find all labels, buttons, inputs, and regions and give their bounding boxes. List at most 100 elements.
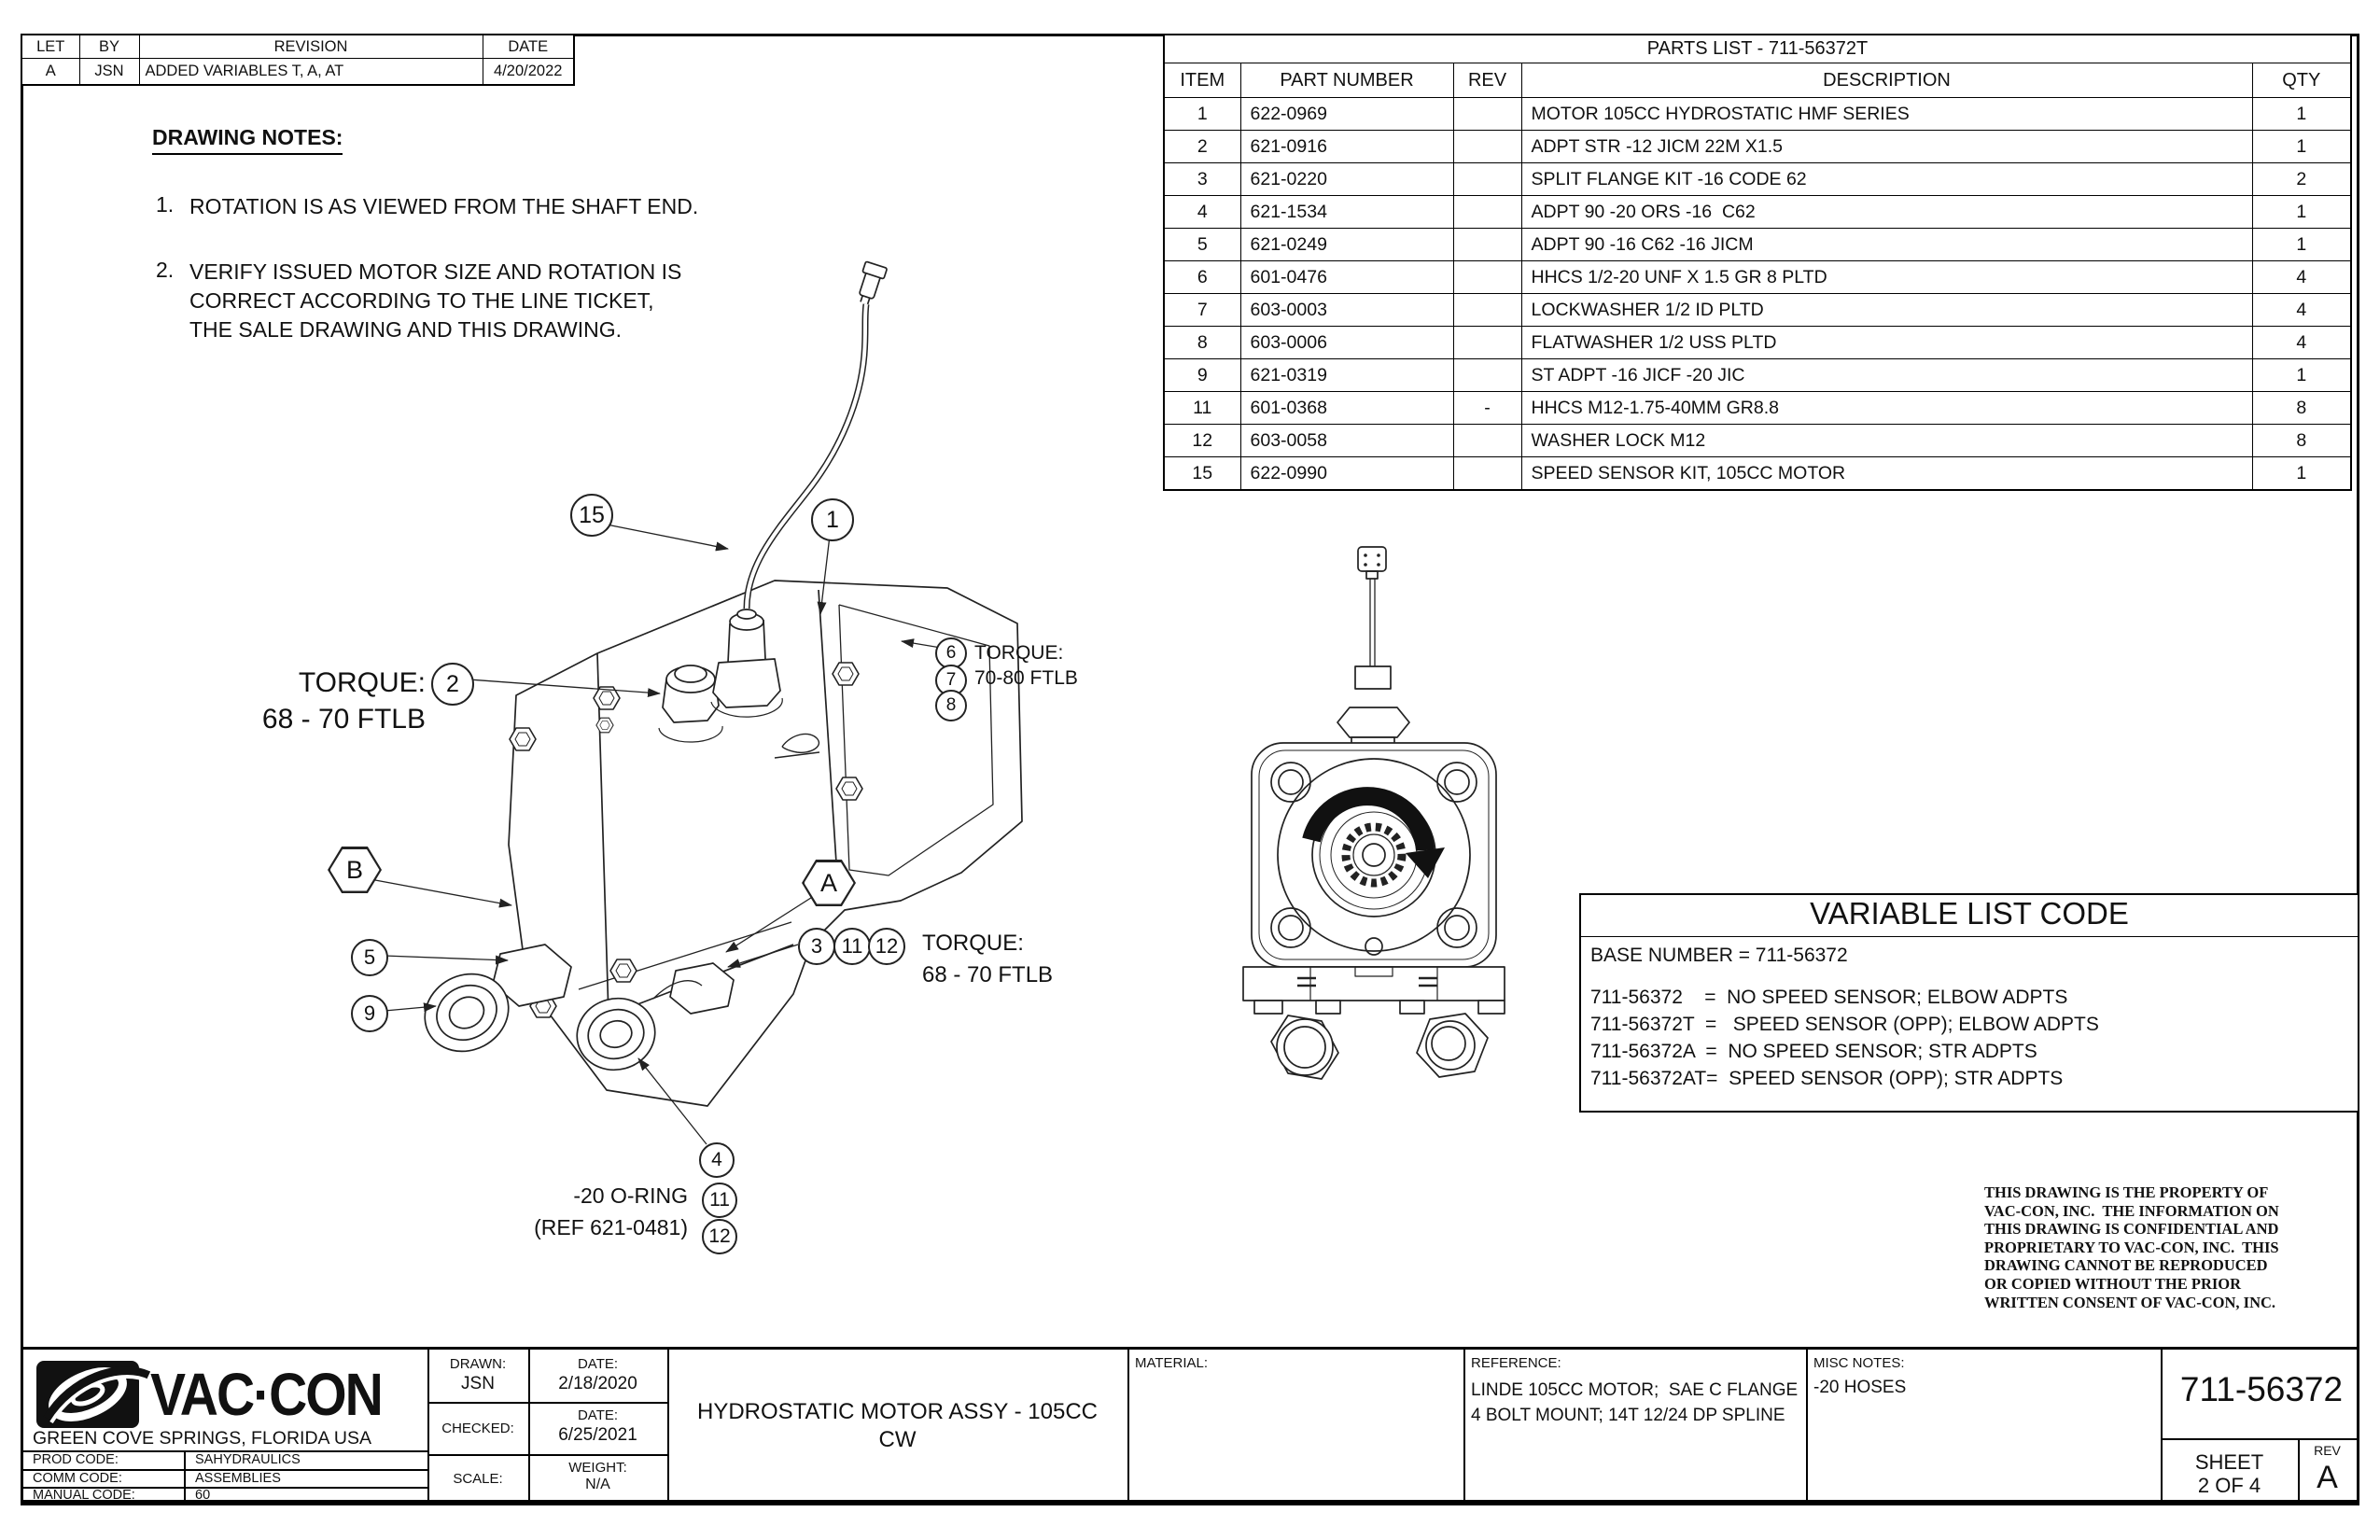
prod-code-label: PROD CODE: (33, 1452, 119, 1467)
cable-connector-icon (859, 260, 888, 305)
date-label: DATE: (577, 1356, 619, 1372)
cell-qty: 8 (2251, 391, 2352, 425)
drawing-notes-title: DRAWING NOTES: (152, 125, 343, 155)
cell-part: 621-0249 (1239, 228, 1454, 261)
col-rev: REV (1452, 63, 1522, 98)
revision-table: LET BY REVISION DATE A JSN ADDED VARIABL… (21, 34, 575, 86)
cell-qty: 1 (2251, 195, 2352, 229)
divider (23, 1450, 427, 1452)
divider (528, 1350, 530, 1500)
rev-label: REV (2314, 1443, 2341, 1458)
cell-qty: 4 (2251, 326, 2352, 359)
col-item: ITEM (1163, 63, 1241, 98)
divider (1806, 1350, 1808, 1500)
brand-name: VAC·CON (150, 1362, 384, 1429)
adapter-plug (658, 665, 723, 743)
sheet-value: 2 OF 4 (2197, 1474, 2261, 1497)
divider (1127, 1350, 1129, 1500)
cell-part: 601-0368 (1239, 391, 1454, 425)
elbow-fitting-bottom (576, 962, 735, 1071)
variable-line: 711-56372 = NO SPEED SENSOR; ELBOW ADPTS (1590, 987, 2068, 1008)
torque-note-right: TORQUE: 70-80 FTLB (974, 642, 1078, 689)
variable-line: 711-56372AT= SPEED SENSOR (OPP); STR ADP… (1590, 1068, 2064, 1089)
cell-rev (1452, 260, 1522, 294)
cell-rev (1452, 358, 1522, 392)
misc-notes-label: MISC NOTES: (1813, 1355, 1905, 1371)
oring-note: -20 O-RING (REF 621-0481) (534, 1183, 688, 1239)
date-label: DATE: (577, 1407, 619, 1423)
drawing-note-2: 2. VERIFY ISSUED MOTOR SIZE AND ROTATION… (156, 258, 681, 344)
cell-by: JSN (78, 58, 140, 86)
part-number: 711-56372 (2179, 1370, 2344, 1408)
drawing-views-canvas (374, 260, 1505, 1145)
cell-part: 603-0058 (1239, 424, 1454, 457)
balloon-2: 2 (431, 663, 474, 706)
col-qty: QTY (2251, 63, 2352, 98)
view-marker-a-label: A (819, 868, 837, 897)
cell-rev (1452, 456, 1522, 491)
weight-value: N/A (585, 1477, 610, 1492)
checked-date-value: 6/25/2021 (558, 1425, 637, 1445)
comm-code-label: COMM CODE: (33, 1471, 122, 1486)
proprietary-notice: THIS DRAWING IS THE PROPERTY OF VAC-CON,… (1984, 1183, 2279, 1311)
reference-label: REFERENCE: (1471, 1355, 1561, 1371)
cell-part: 621-0916 (1239, 130, 1454, 163)
balloon-11b: 11 (702, 1183, 737, 1218)
title-block: VAC·CON GREEN COVE SPRINGS, FLORIDA USA … (21, 1347, 2359, 1503)
drawing-title: HYDROSTATIC MOTOR ASSY - 105CC CW (697, 1399, 1098, 1452)
cell-rev: - (1452, 391, 1522, 425)
cell-part: 603-0003 (1239, 293, 1454, 327)
cell-item: 12 (1163, 424, 1241, 457)
speed-sensor-cable (743, 303, 870, 609)
view-marker-b-label: B (345, 855, 363, 884)
cell-desc: HHCS 1/2-20 UNF X 1.5 GR 8 PLTD (1520, 260, 2253, 294)
balloon-12: 12 (868, 928, 905, 965)
note-text: VERIFY ISSUED MOTOR SIZE AND ROTATION IS… (189, 259, 682, 342)
cell-item: 8 (1163, 326, 1241, 359)
elbow-fitting-left (424, 944, 572, 1053)
revision-header-row: LET BY REVISION DATE (21, 34, 575, 59)
divider (2161, 1438, 2357, 1440)
col-by: BY (78, 34, 140, 59)
col-let: LET (21, 34, 80, 59)
sensor-connector-icon (1357, 546, 1387, 580)
misc-notes-value: -20 HOSES (1813, 1378, 1907, 1397)
comm-code-value: ASSEMBLIES (195, 1471, 281, 1486)
front-fitting-right (1416, 1013, 1489, 1078)
cell-item: 1 (1163, 97, 1241, 131)
prod-code-value: SAHYDRAULICS (195, 1452, 301, 1467)
note-text: ROTATION IS AS VIEWED FROM THE SHAFT END… (189, 194, 699, 218)
drawn-label: DRAWN: (449, 1356, 507, 1372)
drawn-value: JSN (461, 1374, 495, 1393)
cell-item: 6 (1163, 260, 1241, 294)
cell-qty: 1 (2251, 358, 2352, 392)
cell-qty: 8 (2251, 424, 2352, 457)
cell-desc: MOTOR 105CC HYDROSTATIC HMF SERIES (1520, 97, 2253, 131)
cell-rev (1452, 293, 1522, 327)
cell-rev (1452, 228, 1522, 261)
col-part-number: PART NUMBER (1239, 63, 1454, 98)
cell-qty: 4 (2251, 293, 2352, 327)
cell-revision: ADDED VARIABLES T, A, AT (138, 58, 483, 86)
cell-item: 15 (1163, 456, 1241, 491)
front-fitting-left (1270, 1015, 1339, 1080)
cell-desc: ADPT STR -12 JICM 22M X1.5 (1520, 130, 2253, 163)
balloon-1: 1 (811, 498, 854, 541)
variable-line: 711-56372A = NO SPEED SENSOR; STR ADPTS (1590, 1041, 2037, 1062)
balloon-5: 5 (351, 939, 388, 976)
cell-qty: 4 (2251, 260, 2352, 294)
balloon-12b: 12 (702, 1219, 737, 1254)
divider (23, 1469, 427, 1471)
company-location: GREEN COVE SPRINGS, FLORIDA USA (33, 1428, 371, 1449)
col-date: DATE (482, 34, 575, 59)
cell-qty: 1 (2251, 130, 2352, 163)
drawing-note-1: 1. ROTATION IS AS VIEWED FROM THE SHAFT … (156, 192, 698, 221)
cell-item: 11 (1163, 391, 1241, 425)
